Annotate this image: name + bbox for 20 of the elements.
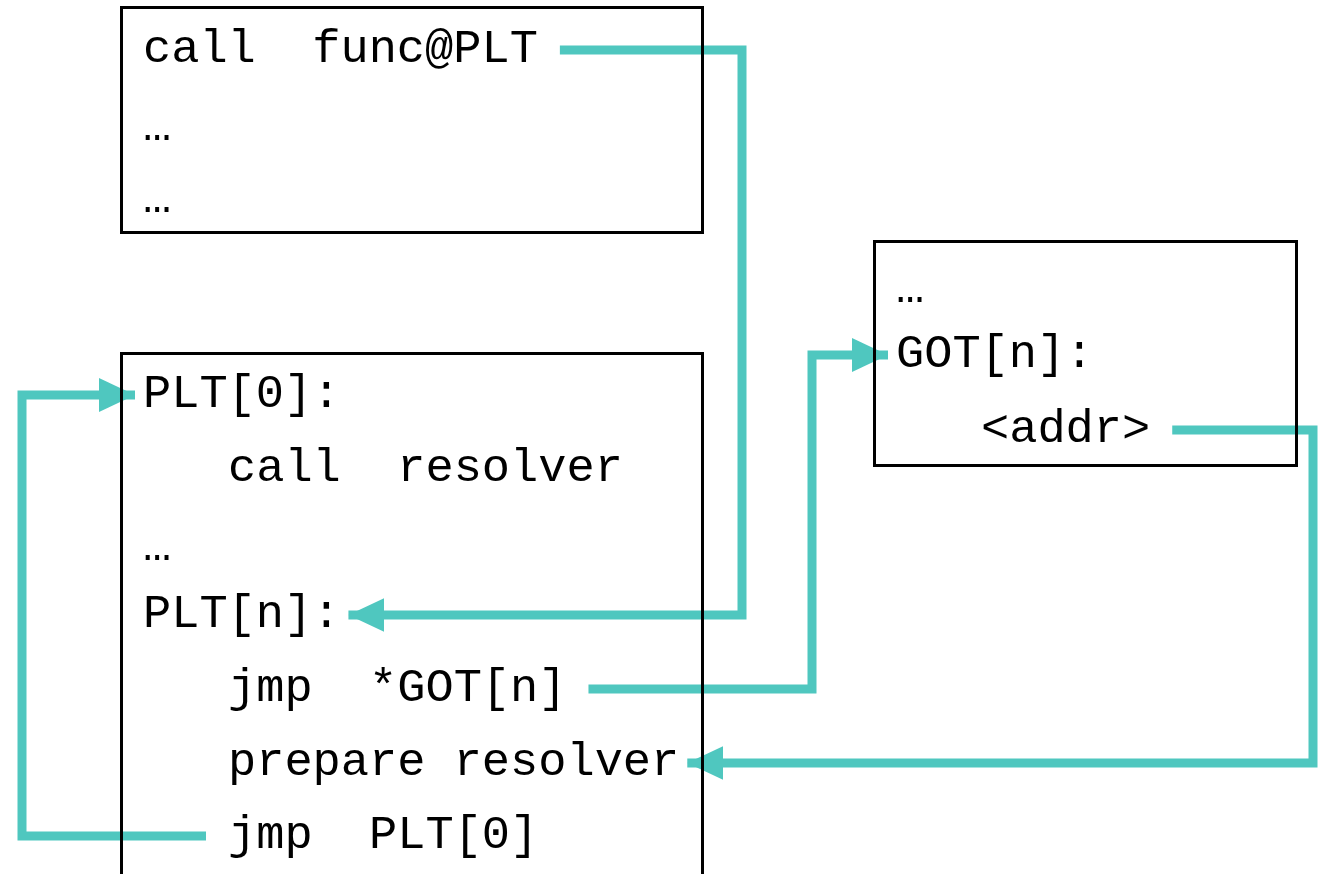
code-line: call resolver xyxy=(228,444,623,494)
code-line: … xyxy=(143,523,172,573)
code-box xyxy=(120,352,704,874)
code-line: … xyxy=(896,265,925,315)
code-line: PLT[0]: xyxy=(143,370,341,420)
arrow xyxy=(348,45,747,632)
code-line: jmp PLT[0] xyxy=(228,811,539,861)
code-line: call func@PLT xyxy=(143,25,538,75)
code-box xyxy=(120,6,704,234)
code-box xyxy=(873,240,1298,467)
code-line: … xyxy=(143,175,172,225)
arrow xyxy=(588,338,888,694)
code-line: … xyxy=(143,103,172,153)
code-line: PLT[n]: xyxy=(143,590,341,640)
code-line: <addr> xyxy=(981,405,1151,455)
arrow xyxy=(17,378,206,841)
code-line: GOT[n]: xyxy=(896,330,1094,380)
arrow xyxy=(687,425,1318,780)
code-line: prepare resolver xyxy=(228,738,680,788)
code-line: jmp *GOT[n] xyxy=(228,664,567,714)
